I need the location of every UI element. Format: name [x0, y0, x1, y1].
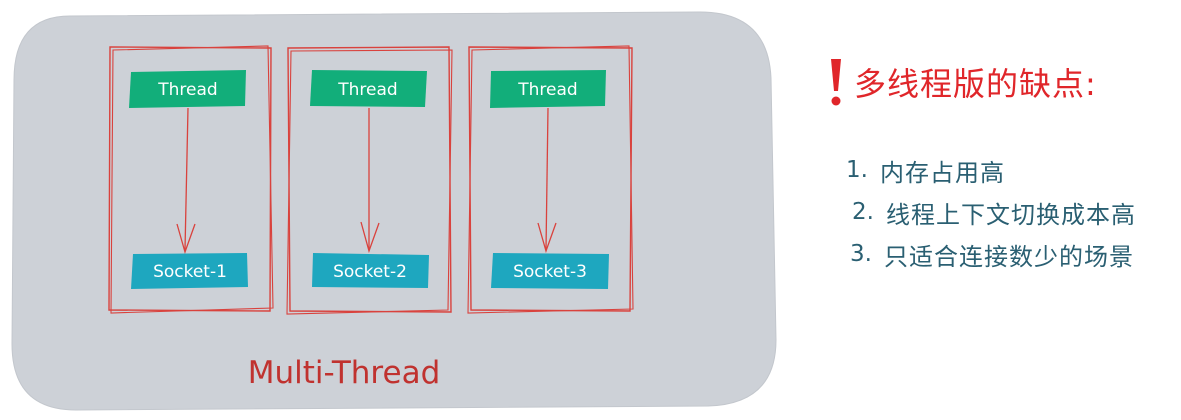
arrowhead-3: [537, 222, 557, 254]
thread-column-2: Thread Socket-2: [286, 46, 453, 315]
thread-label-2: Thread: [337, 80, 397, 100]
list-item: 3. 只适合连接数少的场景: [850, 234, 1136, 274]
list-item-number: 2.: [852, 199, 874, 225]
list-item: 1. 内存占用高: [846, 150, 1136, 190]
thread-box-3: [490, 70, 606, 108]
drawbacks-heading-text: 多线程版的缺点:: [854, 65, 1097, 103]
drawbacks-list: 1. 内存占用高 2. 线程上下文切换成本高 3. 只适合连接数少的场景: [846, 150, 1136, 276]
column-frame-2-inner: [286, 49, 453, 315]
socket-label-2: Socket-2: [333, 262, 407, 282]
list-item-number: 3.: [850, 241, 872, 267]
socket-label-3: Socket-3: [513, 262, 587, 282]
column-frame-1-inner: [110, 45, 274, 314]
list-item-text: 内存占用高: [880, 158, 1005, 187]
drawbacks-heading: 多线程版的缺点:: [828, 56, 1097, 108]
arrow-shaft-1: [184, 107, 189, 251]
arrowhead-2: [360, 221, 380, 254]
list-item: 2. 线程上下文切换成本高: [852, 192, 1136, 232]
thread-column-3: Thread Socket-3: [467, 45, 634, 314]
list-item-text: 线程上下文切换成本高: [886, 200, 1136, 229]
column-frame-3-inner: [467, 45, 634, 314]
socket-box-3: [491, 253, 609, 289]
thread-box-2: [310, 70, 427, 107]
arrowhead-1: [176, 223, 196, 255]
socket-label-1: Socket-1: [153, 262, 227, 282]
column-frame-2: [287, 46, 452, 313]
list-item-number: 1.: [846, 157, 868, 183]
arrow-shaft-3: [545, 107, 549, 251]
thread-label-3: Thread: [517, 80, 577, 100]
socket-box-2: [312, 253, 429, 288]
diagram-caption: Multi-Thread: [248, 355, 441, 391]
exclamation-icon: [831, 59, 841, 106]
thread-box-1: [129, 70, 246, 108]
thread-column-1: Thread Socket-1: [108, 45, 274, 314]
list-item-text: 只适合连接数少的场景: [884, 242, 1134, 271]
thread-label-1: Thread: [157, 80, 217, 100]
socket-box-1: [131, 253, 248, 289]
